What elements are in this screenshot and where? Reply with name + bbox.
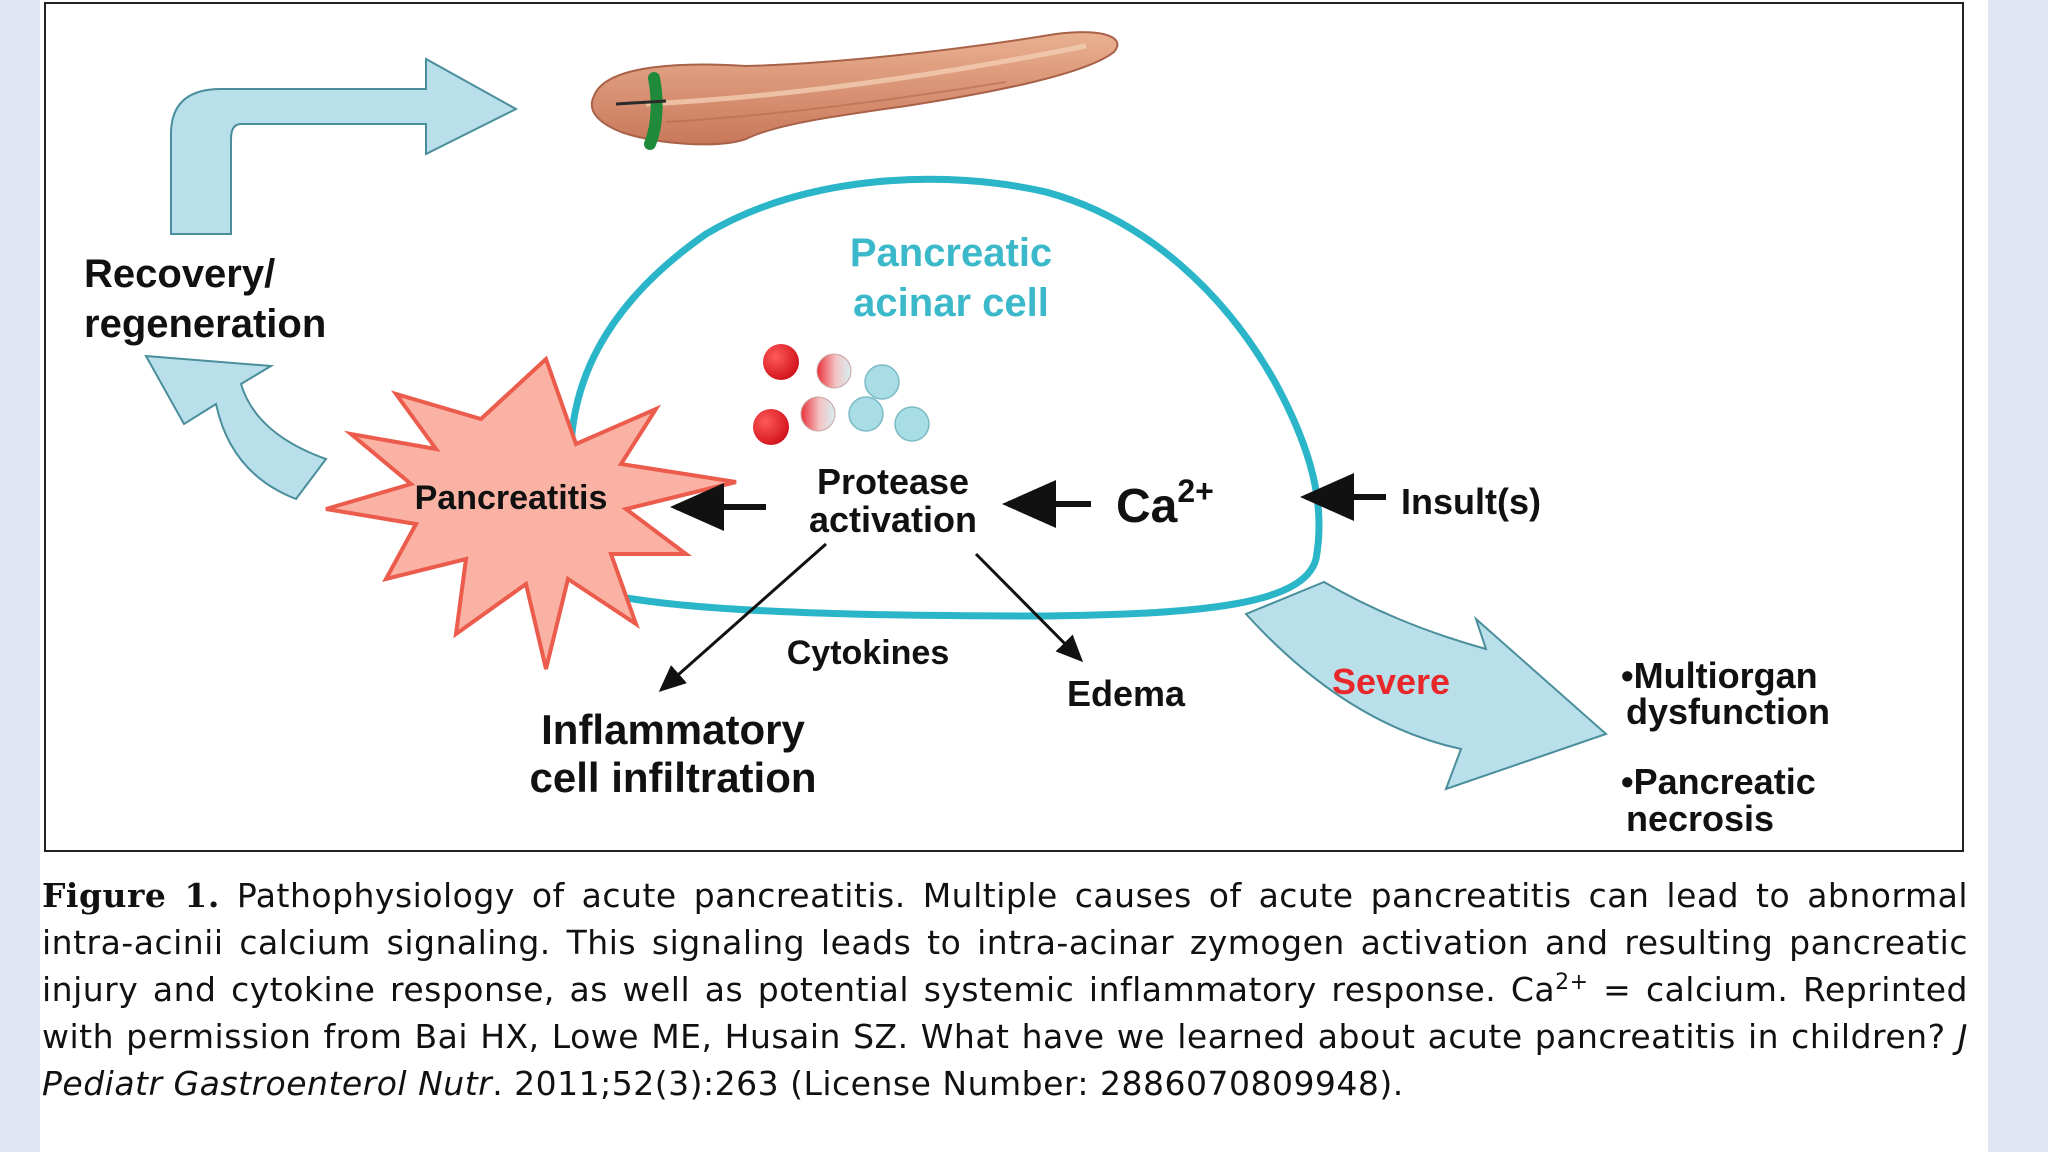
outcome2-line1: •Pancreatic (1621, 761, 1816, 802)
insults-label: Insult(s) (1401, 481, 1541, 522)
slide-page: Recovery/ regeneration Pancreatic acinar… (40, 0, 1988, 1152)
cell-label-line2: acinar cell (853, 281, 1049, 325)
severe-arrow (1244, 580, 1608, 791)
recovery-label-line1: Recovery/ (84, 252, 275, 296)
acinar-cell-outline (566, 175, 1323, 620)
caption-text-3: . 2011;52(3):263 (License Number: 288607… (492, 1064, 1404, 1103)
pancreatitis-label: Pancreatitis (415, 479, 608, 517)
outcome1-line1: •Multiorgan (1621, 655, 1818, 696)
figure-caption: Figure 1. Pathophysiology of acute pancr… (42, 872, 1968, 1107)
duct-icon (644, 72, 663, 150)
edema-label: Edema (1067, 673, 1186, 714)
figure-frame: Recovery/ regeneration Pancreatic acinar… (44, 2, 1964, 852)
recovery-arrow-left (144, 354, 328, 501)
recovery-arrow-top (170, 57, 519, 235)
cell-label-line1: Pancreatic (850, 231, 1052, 275)
edema-arrow (974, 552, 1084, 663)
calcium-superscript: 2+ (1177, 473, 1213, 509)
inflammatory-label-line1: Inflammatory (541, 706, 805, 753)
protease-label-line1: Protease (817, 461, 969, 502)
figure-number: Figure 1. (42, 876, 220, 915)
protease-label-line2: activation (809, 499, 977, 540)
outcome1-line2: dysfunction (1626, 691, 1830, 732)
calcium-base: Ca (1116, 480, 1178, 533)
pancreas-illustration (591, 31, 1119, 150)
severe-label: Severe (1332, 661, 1450, 702)
caption-superscript: 2+ (1555, 970, 1589, 995)
pancreatitis-starburst (325, 355, 737, 670)
cytokines-arrow (658, 542, 827, 692)
recovery-label-line2: regeneration (84, 302, 326, 346)
cytokines-label: Cytokines (787, 634, 950, 672)
caption-text-1: Pathophysiology of acute pancreatitis. M… (42, 876, 1968, 1009)
outcome2-line2: necrosis (1626, 798, 1774, 839)
journal-name: J Pediatr Gastroenterol Nutr (42, 1017, 1968, 1103)
inflammatory-label-line2: cell infiltration (529, 754, 816, 801)
calcium-label: Ca2+ (1116, 473, 1214, 533)
pathophysiology-diagram: Recovery/ regeneration Pancreatic acinar… (84, 31, 1830, 839)
caption-text-2: = calcium. Reprinted with permission fro… (42, 970, 1968, 1056)
zymogen-granules (753, 344, 930, 445)
